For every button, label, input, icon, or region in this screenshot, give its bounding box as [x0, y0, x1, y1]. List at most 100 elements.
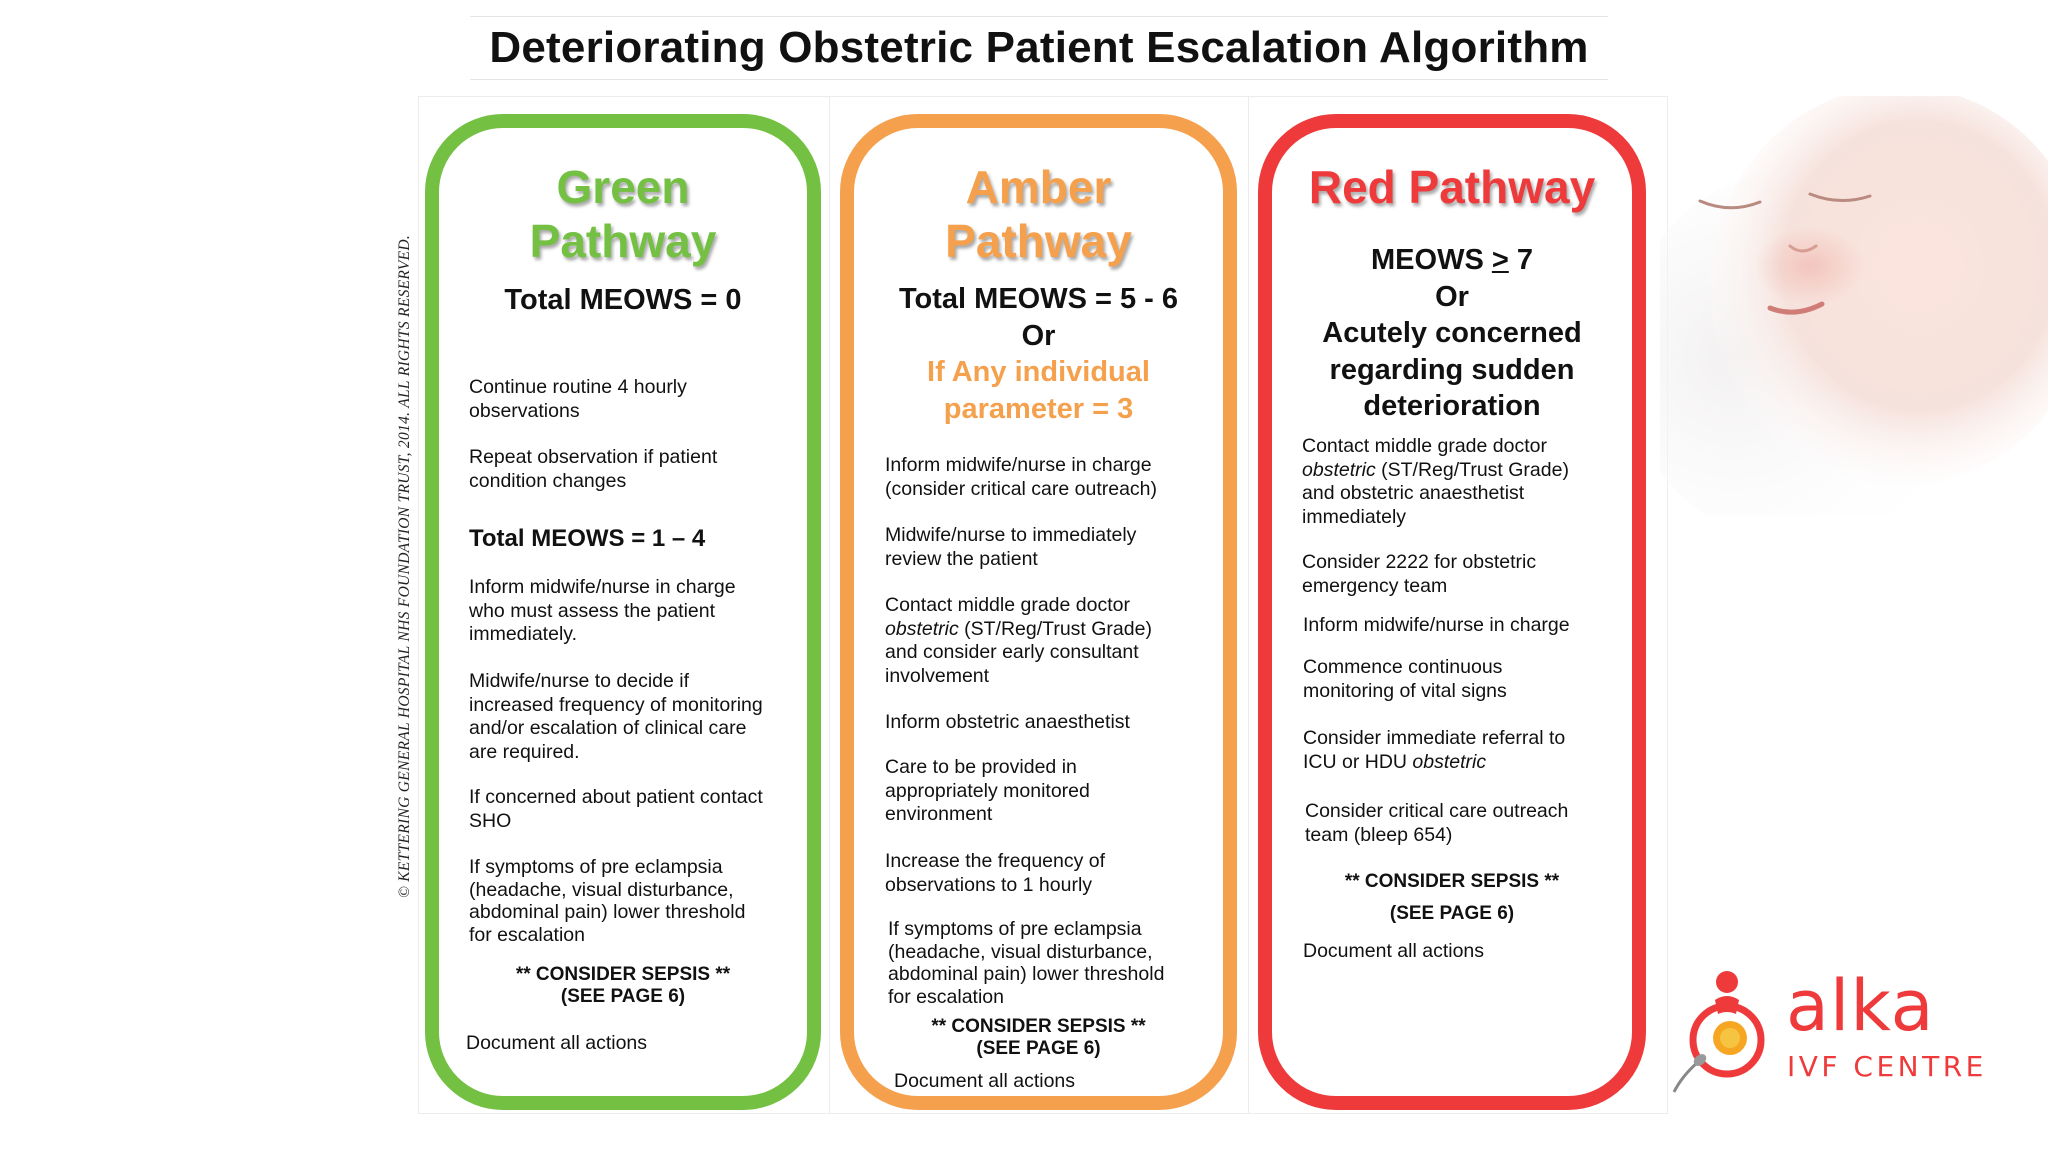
- amber-item-5-line-3: environment: [885, 803, 993, 825]
- logo-subtitle: IVF CENTRE: [1787, 1050, 1987, 1083]
- amber-param-line-2: parameter = 3: [943, 392, 1134, 425]
- amber-item-6-line-1: Increase the frequency of: [885, 850, 1106, 872]
- title-box: Deteriorating Obstetric Patient Escalati…: [470, 16, 1608, 80]
- amber-item-2-line-1: Midwife/nurse to immediately: [885, 524, 1137, 546]
- green-document-note: Document all actions: [466, 1032, 647, 1056]
- amber-item-3: Contact middle grade doctor obstetric (S…: [885, 594, 1152, 688]
- amber-item-4: Inform obstetric anaesthetist: [885, 711, 1130, 735]
- red-sepsis-line-2: (SEE PAGE 6): [1389, 903, 1515, 924]
- amber-item-5-line-1: Care to be provided in: [885, 756, 1077, 778]
- red-concern-line-2: regarding sudden: [1329, 353, 1575, 386]
- green-item-1-line-2: observations: [469, 399, 580, 422]
- red-item-1-line-2-rest: (ST/Reg/Trust Grade): [1375, 458, 1569, 481]
- amber-item-1-line-1: Inform midwife/nurse in charge: [885, 454, 1152, 476]
- red-item-1-line-2: obstetric (ST/Reg/Trust Grade): [1302, 459, 1569, 483]
- amber-item-7-line-4: for escalation: [888, 985, 1004, 1008]
- logo-name: alka: [1786, 965, 1935, 1047]
- amber-item-7-line-1: If symptoms of pre eclampsia: [888, 918, 1142, 940]
- red-item-6: Consider critical care outreach team (bl…: [1305, 800, 1568, 847]
- amber-item-7: If symptoms of pre eclampsia (headache, …: [888, 918, 1164, 1008]
- red-item-2-line-2: emergency team: [1302, 574, 1448, 597]
- amber-item-1: Inform midwife/nurse in charge (consider…: [885, 454, 1157, 501]
- red-sepsis-note: ** CONSIDER SEPSIS ** (SEE PAGE 6): [1272, 866, 1632, 930]
- green-title-line1: Green: [556, 161, 690, 213]
- red-concern-line-1: Acutely concerned: [1322, 317, 1582, 349]
- green-pathway-title: Green Pathway: [439, 160, 807, 268]
- amber-sepsis-line-1: ** CONSIDER SEPSIS **: [931, 1016, 1146, 1037]
- green-item-2-line-1: Repeat observation if patient: [469, 446, 718, 468]
- amber-item-1-line-2: (consider critical care outreach): [885, 477, 1158, 500]
- green-score-text: Total MEOWS = 0: [504, 284, 742, 316]
- green-item-6-line-1: If symptoms of pre eclampsia: [469, 856, 723, 878]
- red-item-2: Consider 2222 for obstetric emergency te…: [1302, 551, 1536, 598]
- green-sepsis-line-2: (SEE PAGE 6): [560, 985, 686, 1007]
- green-item-4: Midwife/nurse to decide if increased fre…: [469, 670, 763, 764]
- red-pathway-title: Red Pathway: [1272, 160, 1632, 214]
- green-item-1: Continue routine 4 hourly observations: [469, 376, 687, 423]
- green-sepsis-line-1: ** CONSIDER SEPSIS **: [515, 964, 731, 985]
- green-item-6-line-3: abdominal pain) lower threshold: [469, 901, 746, 923]
- page-title: Deteriorating Obstetric Patient Escalati…: [489, 23, 1589, 72]
- amber-or: Or: [1021, 319, 1056, 352]
- green-title-line2: Pathway: [529, 215, 717, 267]
- red-item-5: Consider immediate referral to ICU or HD…: [1303, 727, 1565, 774]
- red-document-text: Document all actions: [1303, 940, 1485, 962]
- amber-item-3-italic: obstetric: [885, 617, 959, 640]
- green-item-4-line-2: increased frequency of monitoring: [469, 693, 763, 716]
- red-item-5-italic: obstetric: [1412, 750, 1487, 773]
- red-criteria-block: MEOWS > 7 Or Acutely concerned regarding…: [1272, 242, 1632, 425]
- amber-document-text: Document all actions: [894, 1070, 1076, 1092]
- amber-item-7-line-2: (headache, visual disturbance,: [888, 940, 1153, 963]
- amber-item-6-line-2: observations to 1 hourly: [885, 873, 1093, 896]
- amber-item-2-line-2: review the patient: [885, 547, 1038, 570]
- amber-pathway-card: Amber Pathway Total MEOWS = 5 - 6 Or If …: [840, 114, 1237, 1110]
- red-item-3-text: Inform midwife/nurse in charge: [1303, 614, 1570, 636]
- green-item-5-line-2: SHO: [469, 809, 512, 832]
- green-item-6: If symptoms of pre eclampsia (headache, …: [469, 856, 745, 946]
- red-item-5-line-1: Consider immediate referral to: [1303, 727, 1566, 749]
- amber-title-line2: Pathway: [945, 215, 1132, 267]
- red-item-1-italic: obstetric: [1302, 458, 1376, 481]
- green-item-4-line-3: and/or escalation of clinical care: [469, 717, 747, 739]
- green-item-2-line-2: condition changes: [469, 469, 627, 492]
- amber-pathway-title: Amber Pathway: [854, 160, 1223, 268]
- amber-item-5-line-2: appropriately monitored: [885, 779, 1090, 802]
- green-pathway-card: Green Pathway Total MEOWS = 0 Continue r…: [425, 114, 821, 1110]
- red-score-symbol: >: [1491, 244, 1509, 276]
- red-score: MEOWS > 7: [1272, 242, 1632, 279]
- baby-photo: [1660, 96, 2048, 516]
- red-item-4-line-2: monitoring of vital signs: [1303, 679, 1507, 702]
- red-item-4: Commence continuous monitoring of vital …: [1303, 656, 1507, 703]
- green-item-3-line-3: immediately.: [469, 623, 578, 645]
- amber-item-2: Midwife/nurse to immediately review the …: [885, 524, 1136, 571]
- red-item-6-line-2: team (bleep 654): [1305, 823, 1453, 846]
- red-item-5-line-2-start: ICU or HDU: [1303, 750, 1413, 773]
- red-item-1-line-3: and obstetric anaesthetist: [1302, 482, 1525, 504]
- red-score-prefix: MEOWS: [1371, 244, 1492, 276]
- amber-document-note: Document all actions: [894, 1070, 1075, 1094]
- red-or: Or: [1435, 280, 1469, 313]
- amber-score-block: Total MEOWS = 5 - 6 Or If Any individual…: [854, 281, 1223, 427]
- green-score-2-text: Total MEOWS = 1 – 4: [469, 525, 706, 552]
- amber-item-3-line-1: Contact middle grade doctor: [885, 594, 1130, 616]
- green-score-2: Total MEOWS = 1 – 4: [469, 524, 705, 554]
- amber-item-5: Care to be provided in appropriately mon…: [885, 756, 1090, 827]
- red-item-1-line-1: Contact middle grade doctor: [1302, 435, 1547, 457]
- alka-logo-mark: [1672, 971, 1765, 1093]
- red-pathway-card: Red Pathway MEOWS > 7 Or Acutely concern…: [1258, 114, 1646, 1110]
- green-item-5-line-1: If concerned about patient contact: [469, 786, 763, 808]
- red-document-note: Document all actions: [1303, 940, 1484, 964]
- red-item-5-line-2: ICU or HDU obstetric: [1303, 751, 1565, 775]
- red-item-1: Contact middle grade doctor obstetric (S…: [1302, 435, 1569, 529]
- green-document-text: Document all actions: [466, 1032, 648, 1054]
- amber-item-3-line-3: and consider early consultant: [885, 641, 1139, 663]
- red-item-2-line-1: Consider 2222 for obstetric: [1302, 551, 1537, 573]
- amber-param-line-1: If Any individual: [927, 356, 1150, 388]
- amber-item-4-text: Inform obstetric anaesthetist: [885, 711, 1130, 733]
- red-score-suffix: 7: [1508, 244, 1533, 276]
- amber-item-3-line-2: obstetric (ST/Reg/Trust Grade): [885, 618, 1152, 642]
- amber-sepsis-note: ** CONSIDER SEPSIS ** (SEE PAGE 6): [854, 1016, 1223, 1059]
- green-score: Total MEOWS = 0: [439, 282, 807, 319]
- green-sepsis-note: ** CONSIDER SEPSIS ** (SEE PAGE 6): [439, 964, 807, 1007]
- red-item-3: Inform midwife/nurse in charge: [1303, 614, 1570, 638]
